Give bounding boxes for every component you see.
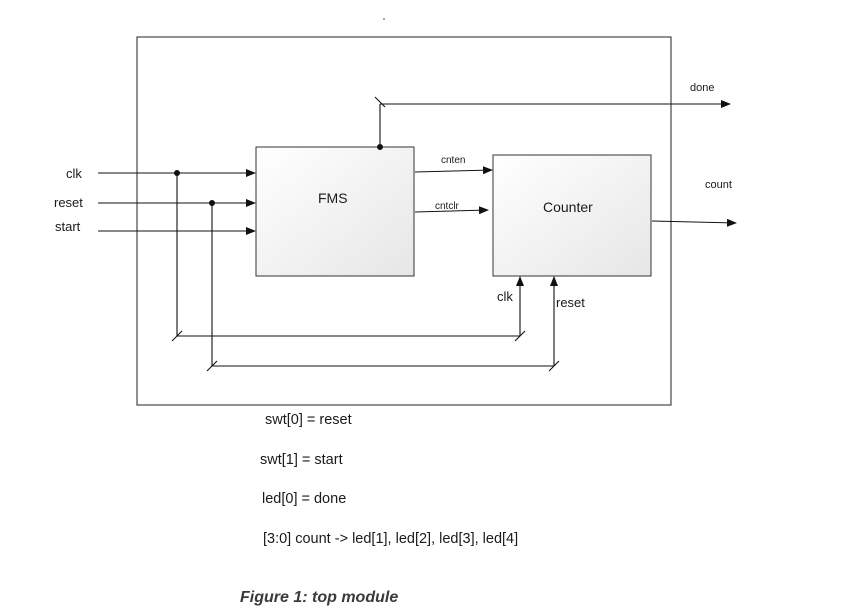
count-output-line	[651, 218, 737, 227]
reset-route-tick-right	[548, 360, 560, 372]
start-input-label: start	[55, 219, 81, 234]
reset-junction-dot	[209, 200, 215, 206]
note-led0: led[0] = done	[262, 491, 347, 507]
clk-junction-dot	[174, 170, 180, 176]
count-output-label: count	[705, 179, 732, 191]
cnten-line	[414, 166, 493, 175]
fsm-block	[255, 146, 415, 277]
counter-clk-label: clk	[497, 289, 513, 304]
note-swt0: swt[0] = reset	[265, 412, 352, 428]
clk-input-label: clk	[66, 166, 82, 181]
done-output-label: done	[690, 82, 714, 94]
reset-route-tick-left	[206, 360, 218, 372]
cntclr-label: cntclr	[435, 201, 460, 212]
clk-route-tick-left	[171, 330, 183, 342]
reset-input-label: reset	[54, 195, 83, 210]
counter-reset-label: reset	[556, 295, 585, 310]
done-junction-dot	[377, 144, 383, 150]
done-route-tick	[374, 96, 386, 108]
figure-caption: Figure 1: top module	[240, 589, 399, 606]
clk-route-tick-right	[514, 330, 526, 342]
cnten-label: cnten	[441, 155, 465, 166]
note-swt1: swt[1] = start	[260, 452, 343, 468]
cntclr-line	[414, 206, 489, 215]
counter-block	[492, 154, 652, 277]
counter-block-label: Counter	[543, 199, 593, 215]
note-count-leds: [3:0] count -> led[1], led[2], led[3], l…	[263, 531, 519, 547]
fsm-block-label: FMS	[318, 190, 348, 206]
stray-dot	[383, 18, 385, 20]
